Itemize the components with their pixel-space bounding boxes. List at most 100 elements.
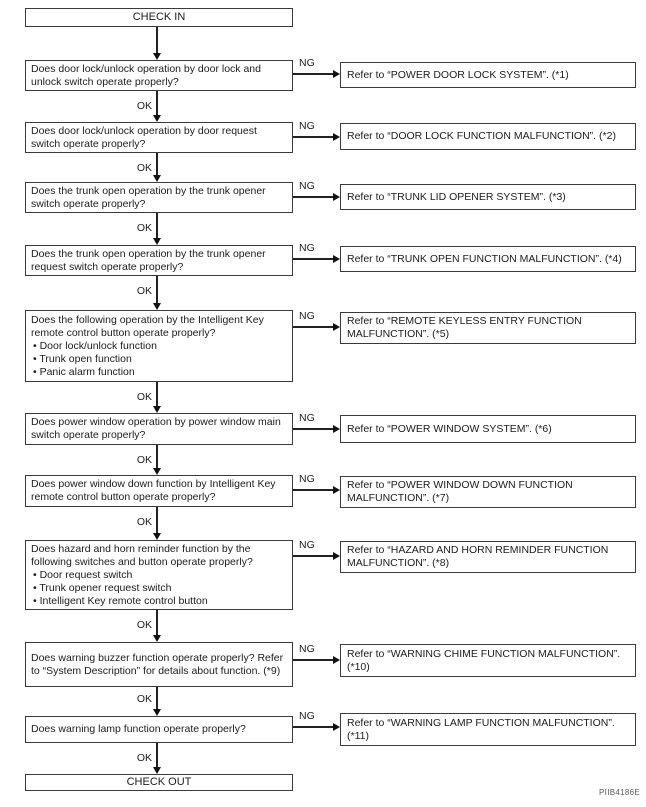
ng-connector-line (293, 73, 333, 75)
ng-connector-line (293, 428, 333, 430)
question-bullet: • Door request switch (33, 568, 133, 581)
ng-label: NG (299, 242, 315, 254)
question-box-1: Does door lock/unlock operation by door … (25, 60, 293, 91)
flow-connector-line (156, 610, 158, 635)
ng-label: NG (299, 539, 315, 551)
question-box-7: Does power window down function by Intel… (25, 475, 293, 507)
referral-text: Refer to “TRUNK LID OPENER SYSTEM”. (*3) (347, 190, 566, 203)
right-arrow-icon (333, 133, 340, 141)
down-arrow-icon (153, 303, 161, 310)
ok-label: OK (136, 285, 152, 297)
referral-text: Refer to “DOOR LOCK FUNCTION MALFUNCTION… (347, 130, 616, 142)
referral-box-7: Refer to “POWER WINDOW DOWN FUNCTION MAL… (340, 476, 636, 508)
ng-label: NG (299, 180, 315, 192)
referral-text: Refer to “WARNING CHIME FUNCTION MALFUNC… (347, 647, 621, 673)
right-arrow-icon (333, 255, 340, 263)
question-bullet: • Intelligent Key remote control button (33, 594, 208, 607)
ng-connector-line (293, 196, 333, 198)
right-arrow-icon (333, 723, 340, 731)
ng-label: NG (299, 473, 315, 485)
question-text: Does the trunk open operation by the tru… (31, 247, 266, 273)
right-arrow-icon (333, 425, 340, 433)
down-arrow-icon (153, 468, 161, 475)
flow-connector-line (156, 153, 158, 175)
referral-text: Refer to “POWER WINDOW SYSTEM”. (*6) (347, 422, 552, 435)
down-arrow-icon (153, 635, 161, 642)
right-arrow-icon (333, 193, 340, 201)
question-box-6: Does power window operation by power win… (25, 413, 293, 445)
ng-label: NG (299, 57, 315, 69)
question-text: Does the trunk open operation by the tru… (31, 184, 266, 210)
ok-label: OK (136, 162, 152, 174)
down-arrow-icon (153, 533, 161, 540)
question-box-9: Does warning buzzer function operate pro… (25, 642, 293, 687)
right-arrow-icon (333, 323, 340, 331)
referral-text: Refer to “HAZARD AND HORN REMINDER FUNCT… (347, 544, 609, 569)
flow-connector-line (156, 445, 158, 468)
referral-box-4: Refer to “TRUNK OPEN FUNCTION MALFUNCTIO… (340, 246, 636, 272)
question-text: Does door lock/unlock operation by door … (31, 124, 257, 150)
down-arrow-icon (153, 53, 161, 60)
ok-label: OK (136, 391, 152, 403)
flow-connector-line (156, 507, 158, 533)
referral-text: Refer to “TRUNK OPEN FUNCTION MALFUNCTIO… (347, 252, 622, 265)
right-arrow-icon (333, 486, 340, 494)
flow-connector-line (156, 91, 158, 115)
flow-connector-line (156, 743, 158, 767)
right-arrow-icon (333, 656, 340, 664)
flow-connector-line (156, 27, 158, 53)
referral-box-5: Refer to “REMOTE KEYLESS ENTRY FUNCTION … (340, 312, 636, 344)
ng-connector-line (293, 555, 333, 557)
down-arrow-icon (153, 709, 161, 716)
ng-label: NG (299, 120, 315, 132)
flow-connector-line (156, 687, 158, 709)
ng-connector-line (293, 326, 333, 328)
right-arrow-icon (333, 552, 340, 560)
down-arrow-icon (153, 115, 161, 122)
down-arrow-icon (153, 175, 161, 182)
ng-label: NG (299, 643, 315, 655)
referral-text: Refer to “POWER DOOR LOCK SYSTEM”. (*1) (347, 68, 569, 81)
referral-box-3: Refer to “TRUNK LID OPENER SYSTEM”. (*3) (340, 184, 636, 210)
ng-connector-line (293, 726, 333, 728)
ng-label: NG (299, 710, 315, 722)
referral-box-2: Refer to “DOOR LOCK FUNCTION MALFUNCTION… (340, 123, 636, 150)
flow-connector-line (156, 382, 158, 406)
ng-label: NG (299, 310, 315, 322)
down-arrow-icon (153, 767, 161, 774)
right-arrow-icon (333, 70, 340, 78)
ok-label: OK (136, 619, 152, 631)
referral-text: Refer to “POWER WINDOW DOWN FUNCTION MAL… (347, 479, 573, 504)
end-node-label: CHECK OUT (126, 776, 192, 788)
referral-box-9: Refer to “WARNING CHIME FUNCTION MALFUNC… (340, 644, 636, 677)
question-text: Does warning lamp function operate prope… (31, 723, 246, 735)
question-bullet: • Trunk opener request switch (33, 581, 172, 594)
question-text: Does power window operation by power win… (31, 416, 281, 441)
question-box-3: Does the trunk open operation by the tru… (25, 182, 293, 213)
flow-connector-line (156, 213, 158, 238)
end-node: CHECK OUT (25, 774, 293, 791)
question-box-4: Does the trunk open operation by the tru… (25, 245, 293, 276)
ok-label: OK (136, 752, 152, 764)
start-node-label: CHECK IN (132, 11, 186, 23)
figure-code: PIIB4186E (599, 788, 640, 797)
question-box-5: Does the following operation by the Inte… (25, 310, 293, 382)
question-box-2: Does door lock/unlock operation by door … (25, 122, 293, 153)
flow-connector-line (156, 276, 158, 303)
referral-box-6: Refer to “POWER WINDOW SYSTEM”. (*6) (340, 415, 636, 443)
referral-box-1: Refer to “POWER DOOR LOCK SYSTEM”. (*1) (340, 62, 636, 88)
question-text: Does door lock/unlock operation by door … (31, 62, 261, 88)
question-text: Does hazard and horn reminder function b… (31, 542, 253, 568)
question-box-8: Does hazard and horn reminder function b… (25, 540, 293, 610)
ok-label: OK (136, 693, 152, 705)
ng-connector-line (293, 489, 333, 491)
question-bullet: • Panic alarm function (33, 365, 135, 378)
question-bullet: • Trunk open function (33, 352, 132, 365)
ng-label: NG (299, 412, 315, 424)
referral-text: Refer to “WARNING LAMP FUNCTION MALFUNCT… (347, 716, 615, 742)
ok-label: OK (136, 516, 152, 528)
question-text: Does warning buzzer function operate pro… (31, 651, 284, 677)
start-node: CHECK IN (25, 8, 293, 27)
question-text: Does power window down function by Intel… (31, 478, 276, 503)
